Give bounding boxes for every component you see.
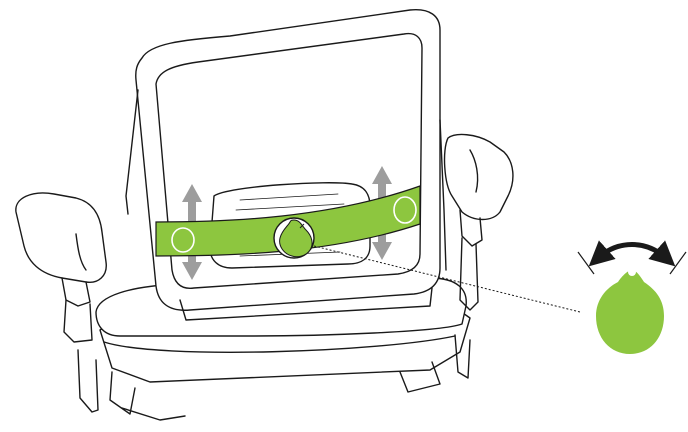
backrest-frame [126,10,446,320]
left-armrest [16,193,106,342]
strap-right-anchor [394,197,416,223]
lumbar-knob [274,218,314,258]
knob-callout [596,268,664,354]
strap-left-anchor [172,228,194,252]
